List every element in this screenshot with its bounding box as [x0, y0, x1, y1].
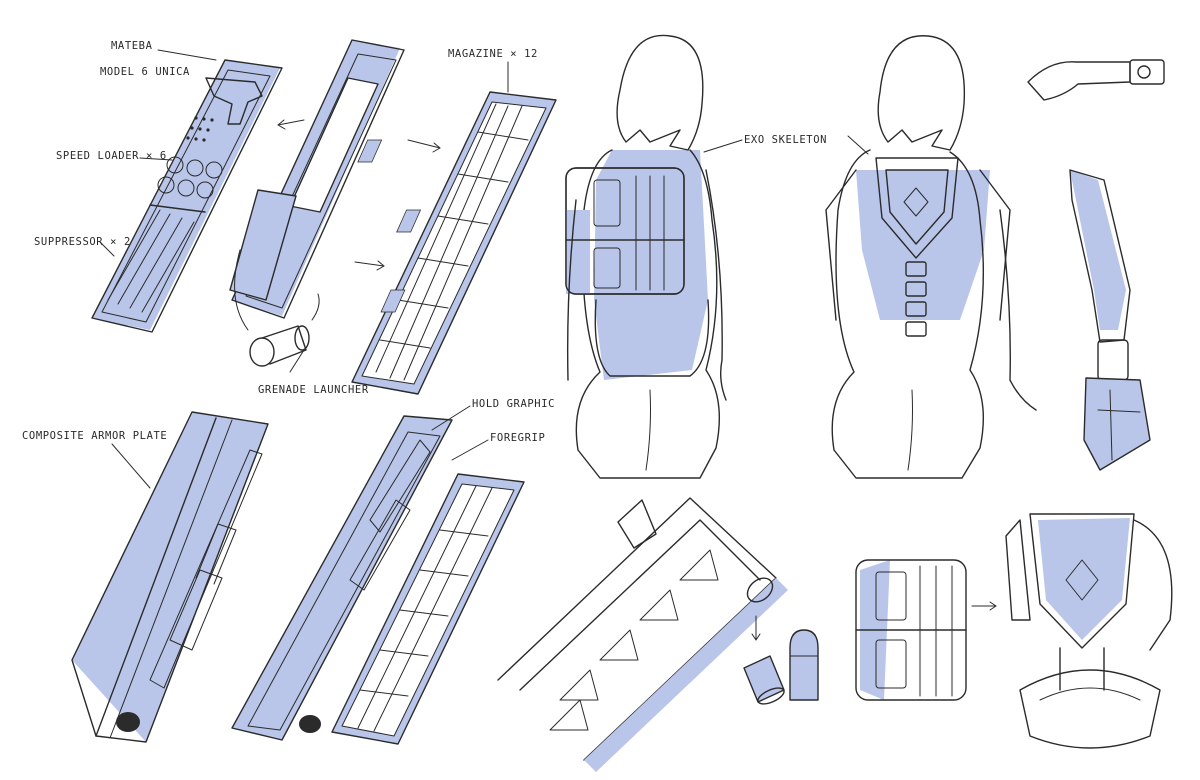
magazine-case [351, 91, 557, 395]
annotation-leader-lines [99, 49, 869, 489]
label-grenade-launcher: GRENADE LAUNCHER [258, 384, 369, 396]
label-hold-graphic: HOLD GRAPHIC [472, 398, 556, 410]
exoskeleton-frame-detail [1005, 513, 1173, 749]
figure-backpack-view [565, 34, 727, 479]
label-foregrip: FOREGRIP [490, 432, 546, 444]
backpack-detail [855, 559, 967, 701]
grenade-rounds [743, 629, 819, 705]
exploded-view-arrows [277, 119, 441, 271]
label-suppressor: SUPPRESSOR × 2 [34, 236, 131, 248]
grenade-launcher-shape [229, 189, 310, 367]
transform-arrow [971, 601, 997, 611]
label-composite-armor-plate: COMPOSITE ARMOR PLATE [22, 430, 168, 442]
label-model: MODEL 6 UNICA [100, 66, 190, 78]
open-weapon-case [91, 59, 283, 333]
label-magazine: MAGAZINE × 12 [448, 48, 538, 60]
weapon-frame [229, 39, 405, 367]
prosthetic-arm [1027, 59, 1165, 471]
label-speed-loader: SPEED LOADER × 6 [56, 150, 167, 162]
label-mateba: MATEBA [111, 40, 153, 52]
closed-case [71, 411, 269, 743]
label-exo-skeleton: EXO SKELETON [744, 134, 828, 146]
frame-detail [497, 497, 819, 772]
figure-exoskeleton-view [825, 35, 1037, 479]
open-case-lower [231, 415, 525, 745]
